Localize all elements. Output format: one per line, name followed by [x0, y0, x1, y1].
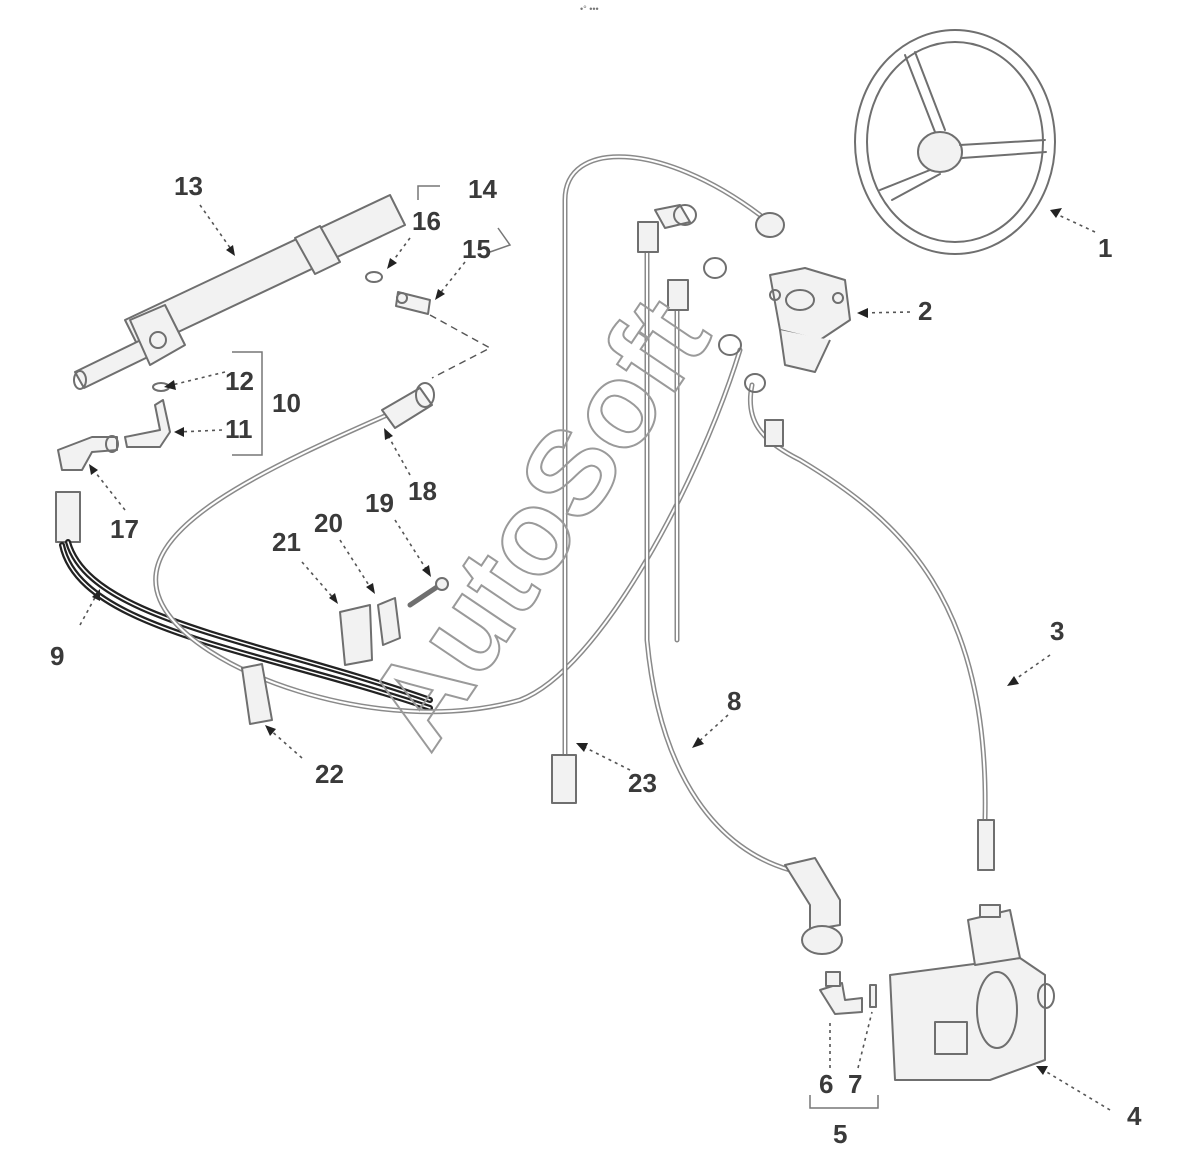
- fitting-16-oring: [365, 271, 383, 283]
- callout-9: 9: [50, 641, 64, 671]
- callout-8: 8: [727, 686, 741, 716]
- callout-12: 12: [225, 366, 254, 396]
- bolt-19: [407, 577, 449, 608]
- header-mark: •° •••: [580, 4, 599, 14]
- steering-wheel: [854, 29, 1056, 255]
- assembly-dash: [429, 314, 492, 379]
- hose-23: [562, 154, 763, 758]
- callout-14: 14: [468, 174, 497, 204]
- hose-18-fitting: [381, 382, 435, 429]
- callout-23: 23: [628, 768, 657, 798]
- bracket-14: [417, 185, 440, 200]
- callout-18: 18: [408, 476, 437, 506]
- fitting-15-adapter: [395, 291, 431, 315]
- callout-10: 10: [272, 388, 301, 418]
- callout-22: 22: [315, 759, 344, 789]
- callout-21: 21: [272, 527, 301, 557]
- hose-3: [747, 382, 988, 823]
- callout-17: 17: [110, 514, 139, 544]
- callout-3: 3: [1050, 616, 1064, 646]
- hydraulic-cylinder: [73, 194, 406, 390]
- valve-block: [889, 904, 1055, 1081]
- callout-15: 15: [462, 234, 491, 264]
- hose-3-fittings: [744, 373, 995, 871]
- hose-end-9: [55, 491, 81, 543]
- callout-11: 11: [225, 414, 253, 444]
- fitting-7: [869, 984, 877, 1008]
- callout-4: 4: [1127, 1101, 1142, 1131]
- steering-valve: [769, 267, 851, 373]
- hose-8: [644, 242, 793, 873]
- leader-lines: [79, 204, 1111, 1111]
- callout-7: 7: [848, 1069, 862, 1099]
- bracket-10: [232, 351, 263, 456]
- fitting-17-elbow: [57, 435, 119, 471]
- callout-2: 2: [918, 296, 932, 326]
- fitting-11-elbow: [124, 399, 171, 448]
- hose-23-end: [551, 212, 785, 804]
- fitting-6: [819, 971, 863, 1015]
- callout-19: 19: [365, 488, 394, 518]
- callout-6: 6: [819, 1069, 833, 1099]
- callout-5: 5: [833, 1119, 847, 1149]
- plate-20: [377, 597, 401, 646]
- clamp-22: [241, 663, 273, 725]
- bracket-5: [809, 1095, 879, 1109]
- callout-1: 1: [1098, 233, 1112, 263]
- callout-16: 16: [412, 206, 441, 236]
- hose-8-fittings: [637, 204, 843, 955]
- clamp-21: [339, 604, 373, 666]
- callout-13: 13: [174, 171, 203, 201]
- callout-20: 20: [314, 508, 343, 538]
- callout-labels: 1 2 3 4 5 6 7 8 9 10 11 12 13 14 15 16 1…: [50, 171, 1142, 1149]
- bracket-14b: [489, 227, 512, 253]
